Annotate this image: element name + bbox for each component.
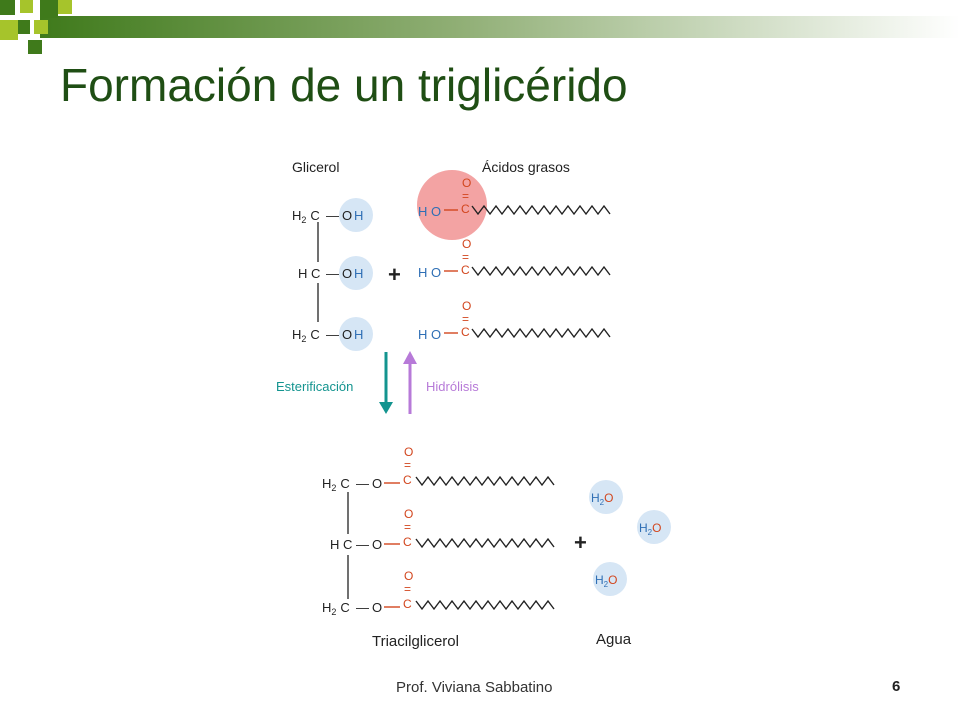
svg-text:—: — xyxy=(356,600,369,615)
svg-text:H2C: H2C xyxy=(322,476,350,493)
svg-text:O: O xyxy=(462,176,471,190)
svg-text:=: = xyxy=(462,189,469,203)
decor-square xyxy=(20,0,33,13)
esterification-label: Esterificación xyxy=(276,379,353,394)
svg-text:C: C xyxy=(461,202,470,216)
footer-author: Prof. Viviana Sabbatino xyxy=(396,679,553,696)
svg-text:H2C: H2C xyxy=(292,327,320,344)
hydrolysis-label: Hidrólisis xyxy=(426,379,479,394)
svg-text:—: — xyxy=(326,327,339,342)
svg-text:O: O xyxy=(372,537,382,552)
hydroxyl-circle xyxy=(339,256,373,290)
water-label: Agua xyxy=(596,631,632,648)
svg-text:=: = xyxy=(404,520,411,534)
svg-text:O: O xyxy=(404,507,413,521)
hydroxyl-circle xyxy=(339,317,373,351)
esterification-arrow xyxy=(379,352,393,414)
decor-square xyxy=(18,20,30,34)
fatty-acid-molecules: O = C H O O = C H O O = C H O xyxy=(417,170,611,342)
carboxyl-highlight-circle xyxy=(417,170,487,240)
decor-square xyxy=(58,0,72,14)
svg-text:O: O xyxy=(342,208,352,223)
decor-square xyxy=(34,20,48,34)
svg-text:C: C xyxy=(403,535,412,549)
svg-text:C: C xyxy=(403,473,412,487)
page-number: 6 xyxy=(892,678,901,695)
svg-text:H: H xyxy=(354,208,363,223)
svg-text:H2C: H2C xyxy=(322,600,350,617)
svg-text:=: = xyxy=(404,582,411,596)
svg-text:—: — xyxy=(356,537,369,552)
svg-text:O: O xyxy=(372,600,382,615)
water-molecule: H2O xyxy=(589,480,623,514)
svg-text:O: O xyxy=(404,569,413,583)
svg-text:H2C: H2C xyxy=(292,208,320,225)
svg-text:=: = xyxy=(462,312,469,326)
svg-text:=: = xyxy=(462,250,469,264)
plus-sign: + xyxy=(574,530,587,555)
decor-square xyxy=(0,20,18,40)
svg-text:H O: H O xyxy=(418,204,441,219)
svg-text:H O: H O xyxy=(418,327,441,342)
svg-text:H2O: H2O xyxy=(595,573,617,589)
page-title: Formación de un triglicérido xyxy=(60,59,628,111)
title-gradient-band xyxy=(40,16,960,38)
svg-text:O: O xyxy=(342,327,352,342)
decor-square xyxy=(40,0,58,18)
svg-text:O: O xyxy=(372,476,382,491)
svg-text:—: — xyxy=(356,476,369,491)
triglyceride-label: Triacilglicerol xyxy=(372,633,459,650)
svg-text:O: O xyxy=(462,237,471,251)
svg-text:C: C xyxy=(461,325,470,339)
svg-text:H O: H O xyxy=(418,265,441,280)
decor-square xyxy=(28,40,42,54)
svg-text:—: — xyxy=(326,266,339,281)
decor-square xyxy=(0,0,15,15)
fatty-acid: O = C H O xyxy=(418,176,611,219)
svg-text:O: O xyxy=(404,445,413,459)
fatty-acid: O = C H O xyxy=(418,299,611,342)
svg-text:H C: H C xyxy=(298,266,320,281)
svg-text:H C: H C xyxy=(330,537,352,552)
fatty-acid: O = C H O xyxy=(418,237,611,280)
fatty-acids-label: Ácidos grasos xyxy=(482,159,570,175)
svg-text:C: C xyxy=(403,597,412,611)
hydrolysis-arrow xyxy=(403,351,417,414)
svg-text:—: — xyxy=(326,208,339,223)
water-molecule: H2O xyxy=(637,510,671,544)
plus-sign: + xyxy=(388,262,401,287)
glycerol-label: Glicerol xyxy=(292,159,339,175)
svg-text:H: H xyxy=(354,266,363,281)
hydroxyl-circle xyxy=(339,198,373,232)
title-decoration xyxy=(0,0,960,54)
svg-text:H2O: H2O xyxy=(639,521,661,537)
svg-text:=: = xyxy=(404,458,411,472)
water-molecule: H2O xyxy=(593,562,627,596)
svg-text:O: O xyxy=(342,266,352,281)
svg-text:H: H xyxy=(354,327,363,342)
svg-text:C: C xyxy=(461,263,470,277)
svg-text:H2O: H2O xyxy=(591,491,613,507)
svg-text:O: O xyxy=(462,299,471,313)
